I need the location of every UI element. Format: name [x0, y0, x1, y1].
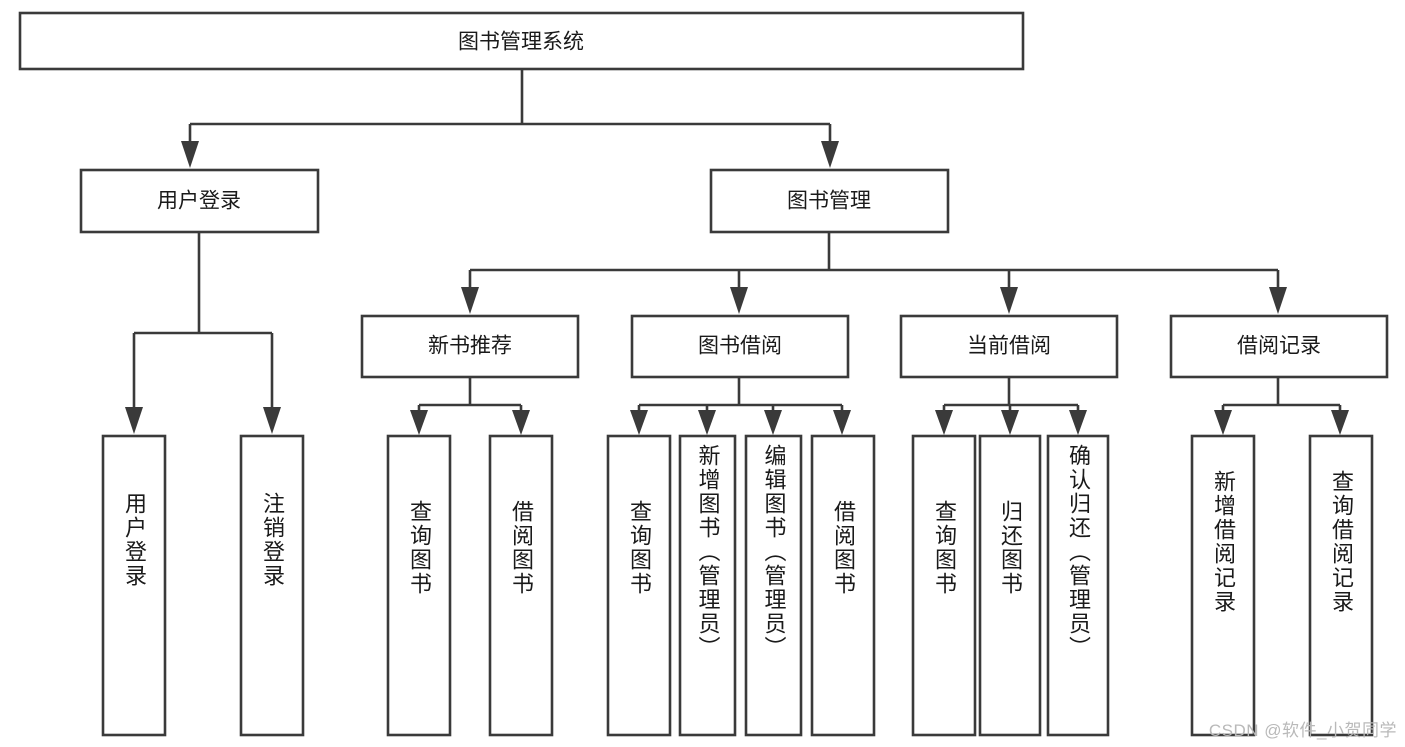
arrowhead-leaf-return-book [1001, 410, 1019, 435]
arrowhead-leaf-logout-login [263, 407, 281, 434]
arrowhead-book-borrow [730, 287, 748, 314]
arrowhead-leaf-query-book-1 [410, 410, 428, 435]
arrowhead-leaf-borrow-book-1 [512, 410, 530, 435]
node-leaf-edit-book-admin-box[interactable] [744, 434, 803, 737]
node-leaf-borrow-book-2-box[interactable] [810, 434, 876, 737]
node-leaf-borrow-book-1-box[interactable] [488, 434, 554, 737]
watermark: CSDN @软件_小贺同学 [1208, 721, 1397, 740]
arrowhead-leaf-borrow-book-2 [833, 410, 851, 435]
node-leaf-query-book-2-box[interactable] [606, 434, 672, 737]
node-leaf-query-book-3-box[interactable] [911, 434, 977, 737]
node-leaf-add-book-admin-box[interactable] [678, 434, 737, 737]
arrowhead-current-borrow [1000, 287, 1018, 314]
node-current-borrow-box[interactable] [899, 314, 1119, 379]
node-leaf-query-book-1-box[interactable] [386, 434, 452, 737]
arrowhead-new-book-recommend [461, 287, 479, 314]
arrowhead-leaf-user-login [125, 407, 143, 434]
node-leaf-logout-login-box[interactable] [239, 434, 305, 737]
arrowhead-user-login [181, 141, 199, 168]
node-leaf-add-borrow-record-box[interactable] [1190, 434, 1256, 737]
node-current-borrow-label: 当前借阅 [967, 335, 1051, 358]
node-leaf-confirm-return-admin-box[interactable] [1046, 434, 1110, 737]
node-book-management-label: 图书管理 [787, 190, 871, 213]
node-new-book-recommend-label: 新书推荐 [428, 335, 512, 358]
arrowhead-leaf-query-book-3 [935, 410, 953, 435]
node-borrow-record-box[interactable] [1169, 314, 1389, 379]
connector-layer [125, 69, 1349, 435]
node-leaf-query-borrow-record-box[interactable] [1308, 434, 1374, 737]
node-borrow-record-label: 借阅记录 [1237, 335, 1321, 358]
node-user-login-box[interactable] [79, 168, 320, 234]
node-book-management-box[interactable] [709, 168, 950, 234]
node-layer: 图书管理系统 用户登录 图书管理 新书推荐 图书借阅 当前借阅 借阅记录 [18, 11, 1389, 737]
arrowhead-borrow-record [1269, 287, 1287, 314]
arrowhead-leaf-query-book-2 [630, 410, 648, 435]
node-root-label: 图书管理系统 [458, 31, 584, 54]
arrowhead-leaf-confirm-return-admin [1069, 410, 1087, 435]
arrowhead-leaf-add-book-admin [698, 410, 716, 435]
arrowhead-leaf-edit-book-admin [764, 410, 782, 435]
arrowhead-leaf-add-borrow-record [1214, 410, 1232, 435]
node-root-box[interactable] [18, 11, 1025, 71]
node-user-login-label: 用户登录 [157, 190, 241, 213]
node-book-borrow-box[interactable] [630, 314, 850, 379]
arrowhead-leaf-query-borrow-record [1331, 410, 1349, 435]
arrowhead-book-management [821, 141, 839, 168]
node-leaf-return-book-box[interactable] [978, 434, 1042, 737]
node-leaf-user-login-box[interactable] [101, 434, 167, 737]
node-book-borrow-label: 图书借阅 [698, 335, 782, 358]
node-new-book-recommend-box[interactable] [360, 314, 580, 379]
